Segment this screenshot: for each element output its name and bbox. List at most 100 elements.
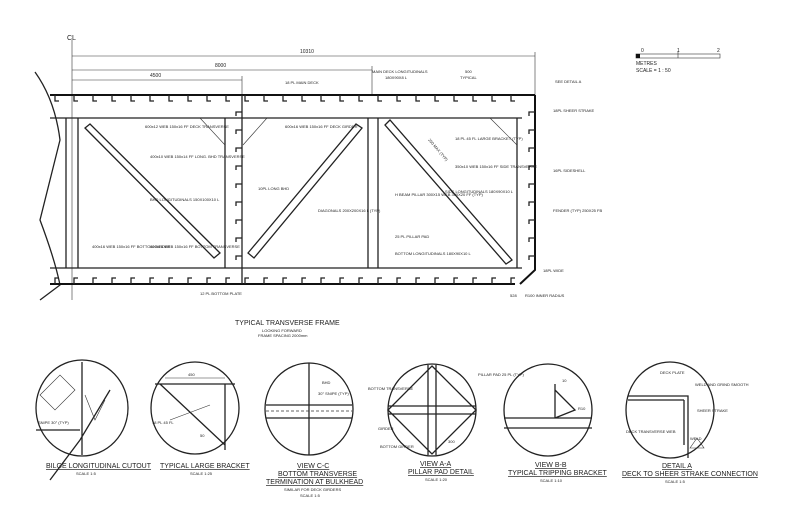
- label-large-bracket: 18 PL 45 FL LARGE BRACKET (TYP): [455, 136, 523, 141]
- longitudinal-stiffener: [168, 277, 173, 284]
- longitudinal-stiffener: [206, 277, 211, 284]
- label-deck-girder: 600x16 WEB 150x16 FF DECK GIRDER: [285, 124, 358, 129]
- detail-note: DECK TRANSVERSE WEB: [626, 429, 676, 434]
- dim-inner: 4500: [150, 73, 161, 79]
- longitudinal-stiffener: [528, 219, 535, 224]
- label-deck-longitudinals-size: 180X90X8 L: [385, 75, 408, 80]
- longitudinal-stiffener: [510, 277, 515, 284]
- longitudinal-stiffener: [528, 111, 535, 116]
- detail-note: SNIPE 30° (TYP): [38, 420, 69, 425]
- scale-units: METRES: [636, 61, 658, 67]
- longitudinal-stiffener: [54, 277, 59, 284]
- longitudinal-stiffener: [92, 277, 97, 284]
- longitudinal-stiffener: [320, 95, 325, 102]
- scale-bar: 0 1 2 METRES SCALE = 1 : 50: [635, 48, 721, 74]
- longitudinal-stiffener: [130, 95, 135, 102]
- scale-ratio: SCALE = 1 : 50: [636, 68, 671, 74]
- longitudinal-stiffener: [225, 277, 230, 284]
- detail-note: PILLAR PAD 25 PL (TYP): [478, 372, 524, 377]
- label-side-shell: 16PL SIDESHELL: [553, 168, 586, 173]
- detail-view-c-c: BHD 30° SNIPE (TYP) VIEW C-C BOTTOM TRAN…: [264, 362, 363, 498]
- label-see-detail-a: SEE DETAIL A: [555, 79, 582, 84]
- dim-pillar-base: 528: [510, 293, 517, 298]
- longitudinal-stiffener: [263, 95, 268, 102]
- longitudinal-stiffener: [415, 95, 420, 102]
- longitudinal-stiffener: [235, 219, 242, 224]
- longitudinal-stiffener: [244, 95, 249, 102]
- longitudinal-stiffener: [244, 277, 249, 284]
- detail-title: VIEW A-A: [420, 461, 451, 468]
- longitudinal-stiffener: [235, 147, 242, 152]
- label-bottom-transverse: 400x16 WEB 150x16 FF BOTTOM TRANSVERSE: [150, 244, 240, 249]
- label-bilge-radius: R100 INNER RADIUS: [525, 293, 565, 298]
- dim-mid: 8000: [215, 63, 226, 69]
- longitudinal-stiffener: [453, 95, 458, 102]
- detail-note: DECK PLATE: [660, 370, 685, 375]
- label-h-beam-pillar: H BEAM PILLAR 300X15 WEB 300X20 FF (TYP): [395, 192, 483, 197]
- label-long-bhd-transverse: 400x10 WEB 150x14 FF LONG. BHD TRANSVERS…: [150, 154, 245, 159]
- label-fender: FENDER (TYP) 250X25 FB: [553, 208, 602, 213]
- detail-note: BOTTOM GIRDER: [380, 444, 414, 449]
- detail-subtitle: DECK TO SHEER STRAKE CONNECTION: [622, 471, 758, 478]
- longitudinal-stiffener: [282, 277, 287, 284]
- longitudinal-stiffener: [528, 165, 535, 170]
- label-long-bhd: 10PL LONG BHD: [258, 186, 289, 191]
- detail-view-a-a: PILLAR PAD 25 PL (TYP) BOTTOM TRANSVERSE…: [368, 363, 524, 482]
- dim-spacing-note: TYPICAL: [460, 75, 477, 80]
- longitudinal-stiffener: [528, 255, 535, 260]
- detail-title: VIEW B-B: [535, 462, 567, 469]
- detail-large-bracket: 450 18 PL 45 FL 50 TYPICAL LARGE BRACKET…: [150, 361, 250, 476]
- frame-subtitle-1: LOOKING FORWARD: [262, 328, 302, 333]
- longitudinal-stiffener: [491, 277, 496, 284]
- longitudinal-stiffener: [472, 95, 477, 102]
- longitudinal-stiffener: [111, 95, 116, 102]
- detail-subtitle: BOTTOM TRANSVERSE: [278, 471, 357, 478]
- longitudinal-stiffener: [168, 95, 173, 102]
- longitudinal-stiffener: [396, 277, 401, 284]
- longitudinal-stiffener: [358, 277, 363, 284]
- longitudinal-stiffener: [235, 201, 242, 206]
- longitudinal-stiffener: [282, 95, 287, 102]
- label-bilge: 18PL WIDE: [543, 268, 564, 273]
- longitudinal-stiffener: [73, 277, 78, 284]
- longitudinal-stiffener: [491, 95, 496, 102]
- detail-note: WELD AND GRIND SMOOTH: [695, 382, 749, 387]
- detail-views: SNIPE 30° (TYP) BILGE LONGITUDINAL CUTOU…: [35, 359, 758, 498]
- break-line: [34, 71, 61, 301]
- scale-tick-1: 1: [677, 48, 680, 54]
- detail-subtitle: PILLAR PAD DETAIL: [408, 469, 474, 476]
- detail-note: SIMILAR FOR DECK GIRDERS: [284, 487, 341, 492]
- longitudinal-stiffener: [111, 277, 116, 284]
- longitudinal-stiffener: [434, 95, 439, 102]
- longitudinal-stiffener: [263, 277, 268, 284]
- detail-scale: SCALE 1:10: [540, 478, 563, 483]
- longitudinal-stiffener: [301, 95, 306, 102]
- label-side-longitudinals: SIDE LONGITUDINALS 180X90X10 L: [445, 189, 514, 194]
- frame-labels: 18 PL MAIN DECK MAIN DECK LONGITUDINALS …: [92, 69, 602, 298]
- label-bottom-longitudinals: BOTTOM LONGITUDINALS 180X90X10 L: [395, 251, 472, 256]
- longitudinal-stiffener: [235, 165, 242, 170]
- detail-note: BHD: [322, 380, 331, 385]
- longitudinal-stiffener: [434, 277, 439, 284]
- detail-note: WELD: [690, 436, 702, 441]
- scale-tick-0: 0: [641, 48, 644, 54]
- label-diag-note: 250 MAX (TYP): [427, 137, 449, 162]
- longitudinal-stiffener: [510, 95, 515, 102]
- longitudinal-stiffener: [235, 129, 242, 134]
- longitudinal-stiffener: [528, 183, 535, 188]
- detail-scale: SCALE 1:20: [425, 477, 448, 482]
- longitudinal-stiffener: [377, 95, 382, 102]
- longitudinal-stiffener: [528, 237, 535, 242]
- longitudinal-stiffeners: [54, 95, 535, 284]
- frame-title: TYPICAL TRANSVERSE FRAME: [235, 320, 340, 327]
- detail-scale: SCALE 1:5: [665, 479, 686, 484]
- longitudinal-stiffener: [73, 95, 78, 102]
- longitudinal-stiffener: [528, 201, 535, 206]
- label-deck-transverse: 600x12 WEB 150x16 FF DECK TRANSVERSE: [145, 124, 229, 129]
- frame-subtitle-2: FRAME SPACING 2000mm: [258, 333, 308, 338]
- label-main-deck: 18 PL MAIN DECK: [285, 80, 319, 85]
- detail-note: 300: [448, 439, 455, 444]
- longitudinal-stiffener: [339, 277, 344, 284]
- label-bhd-longitudinals: BHD LONGITUDINALS 150X100X10 L: [150, 197, 220, 202]
